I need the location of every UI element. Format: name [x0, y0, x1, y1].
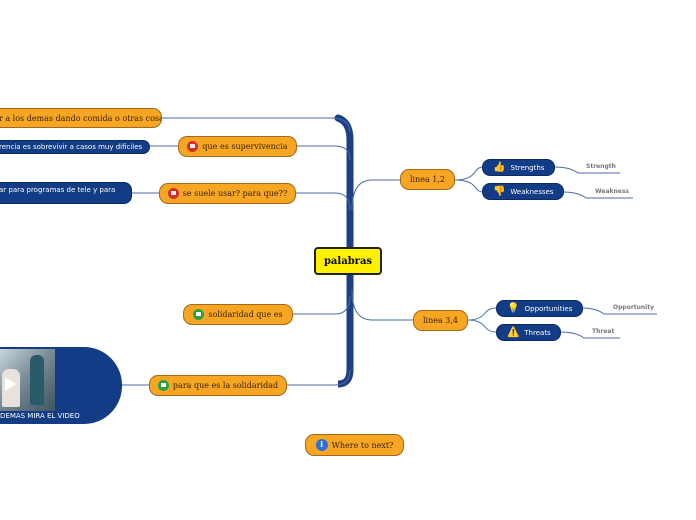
connector-swot-2: [454, 179, 484, 193]
subtopic-supervivencia-def-label: rencia es sobrevivir a casos muy dificil…: [0, 143, 143, 151]
topic-label: se suele usar? para que??: [182, 189, 288, 198]
note-line-4: [560, 331, 620, 339]
video-thumbnail[interactable]: [0, 349, 55, 411]
topic-linea-3-4[interactable]: linea 3,4: [413, 310, 468, 331]
swot-strengths[interactable]: 👍 Strengths: [482, 159, 555, 176]
swot-label: Strengths: [510, 163, 545, 172]
central-topic[interactable]: palabras: [314, 247, 382, 275]
green-flag-icon: [157, 380, 169, 391]
note-strength[interactable]: Strength: [586, 163, 616, 170]
connector-right-1: [351, 179, 400, 211]
red-flag-icon: [167, 188, 179, 199]
connector-left-2: [297, 145, 351, 161]
topic-solidaridad-que-es[interactable]: solidaridad que es: [183, 304, 293, 325]
thumbs-up-icon: 👍: [493, 162, 506, 173]
topic-linea-1-2[interactable]: linea 1,2: [400, 169, 455, 190]
subtopic-programas-tele[interactable]: ar para programas de tele y para: [0, 182, 132, 204]
thumbs-down-icon: 👎: [493, 186, 506, 197]
connector-left-5: [286, 369, 351, 386]
where-to-next-button[interactable]: i Where to next?: [305, 434, 404, 456]
swot-label: Weaknesses: [510, 187, 554, 196]
lightbulb-icon: 💡: [507, 303, 520, 314]
connector-swot-1: [454, 166, 484, 181]
topic-que-es-supervivencia[interactable]: que es supervivencia: [178, 136, 297, 157]
swot-threats[interactable]: ⚠️ Threats: [496, 324, 561, 341]
where-to-next-label: Where to next?: [331, 440, 394, 450]
connector-swot-4: [467, 319, 497, 333]
swot-label: Threats: [524, 328, 551, 337]
video-caption: DEMAS MIRA EL VIDEO: [0, 412, 80, 420]
note-weakness[interactable]: Weakness: [595, 188, 629, 195]
central-topic-label: palabras: [323, 255, 373, 267]
note-line-2: [562, 191, 633, 199]
connector-left-1: [160, 117, 351, 133]
topic-label: solidaridad que es: [208, 310, 283, 319]
topic-label: linea 1,2: [409, 175, 446, 184]
connector-right-2: [351, 289, 413, 321]
subtopic-comida[interactable]: r a los demas dando comida o otras cosa: [0, 108, 162, 128]
info-icon: i: [315, 439, 328, 451]
topic-label: para que es la solidaridad: [172, 381, 279, 390]
green-flag-icon: [193, 309, 205, 320]
connector-left-4: [292, 295, 351, 315]
topic-se-suele-usar[interactable]: se suele usar? para que??: [159, 183, 296, 204]
play-icon[interactable]: [5, 377, 16, 391]
topic-label: que es supervivencia: [202, 142, 288, 151]
warning-icon: ⚠️: [507, 327, 520, 338]
red-flag-icon: [187, 141, 199, 152]
video-node[interactable]: DEMAS MIRA EL VIDEO: [0, 347, 122, 424]
swot-label: Opportunities: [524, 304, 573, 313]
subtopic-programas-tele-label: ar para programas de tele y para: [0, 186, 116, 194]
subtopic-comida-label: r a los demas dando comida o otras cosa: [0, 113, 162, 123]
subtopic-supervivencia-def[interactable]: rencia es sobrevivir a casos muy dificil…: [0, 140, 150, 154]
note-opportunity[interactable]: Opportunity: [613, 304, 655, 311]
connector-left-3: [295, 192, 351, 211]
thumbnail-figure: [30, 355, 44, 405]
note-line-1: [554, 166, 620, 174]
topic-label: linea 3,4: [422, 316, 459, 325]
swot-opportunities[interactable]: 💡 Opportunities: [496, 300, 583, 317]
connector-swot-3: [467, 307, 497, 321]
swot-weaknesses[interactable]: 👎 Weaknesses: [482, 183, 564, 200]
note-line-3: [581, 307, 657, 315]
topic-para-que-solidaridad[interactable]: para que es la solidaridad: [149, 375, 287, 396]
note-threat[interactable]: Threat: [592, 328, 615, 335]
